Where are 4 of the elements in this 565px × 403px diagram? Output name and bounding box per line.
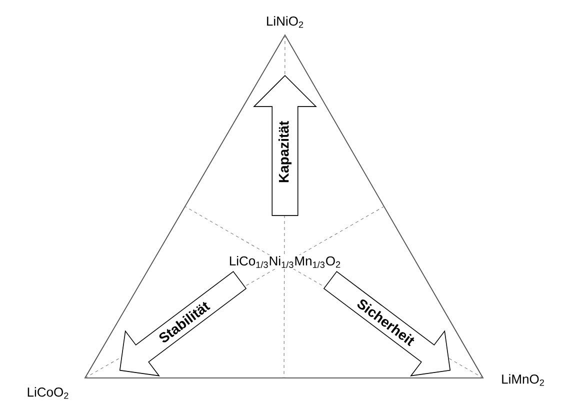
formula-label: LiCoO$_{2}$ xyxy=(26,386,70,400)
formula-label: LiNiO$_{2}$ xyxy=(264,15,306,29)
formula-label: LiCo$_{1/3}$Ni$_{1/3}$Mn$_{1/3}$O$_{2}$ xyxy=(228,255,342,269)
formula-label: LiMnO$_{2}$ xyxy=(500,373,546,387)
